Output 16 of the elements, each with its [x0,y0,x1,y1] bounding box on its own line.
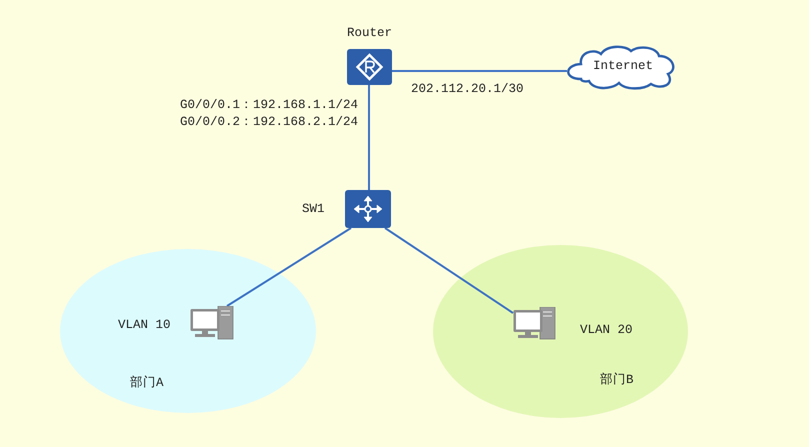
connector-line [384,227,514,314]
vlan-label: VLAN 10 [118,318,171,333]
device-label: SW1 [302,202,325,217]
computer-icon [513,307,556,341]
connector-line [368,85,370,190]
interface-label: G0/0/0.2：192.168.2.1/24 [180,115,358,130]
connector-line [392,70,567,72]
interface-label: G0/0/0.1：192.168.1.1/24 [180,98,358,113]
network-label: Internet [593,59,653,74]
computer-icon [190,306,234,341]
department-label: 部门B [600,373,634,388]
device-label: Router [347,26,392,41]
vlan-label: VLAN 20 [580,323,633,338]
ip-address-label: 202.112.20.1/30 [411,82,524,97]
connector-line [226,227,352,307]
department-label: 部门A [130,376,164,391]
